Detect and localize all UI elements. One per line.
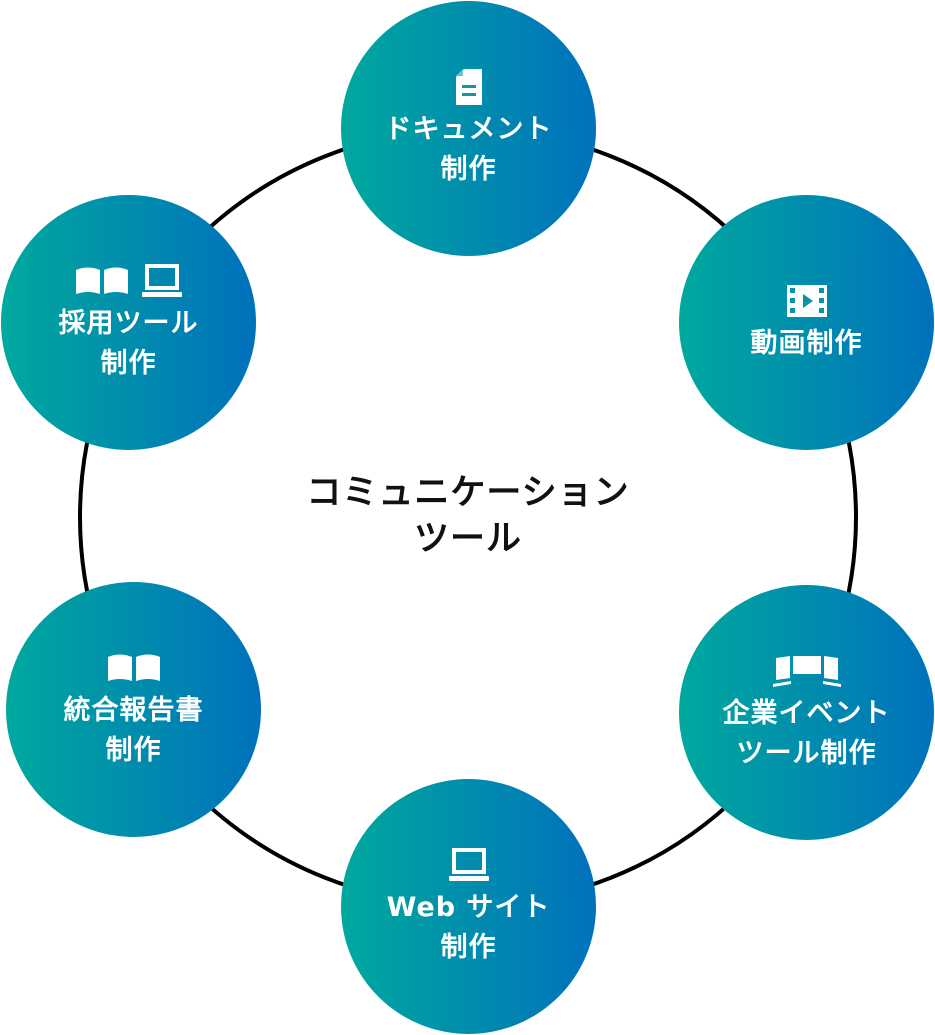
node-label-line1: 統合報告書	[63, 694, 204, 726]
node-video: 動画制作	[679, 195, 934, 450]
node-corporate-event: 企業イベント ツール制作	[679, 585, 934, 840]
node-label-line2: 制作	[100, 347, 157, 379]
laptop-icon	[141, 263, 182, 297]
laptop-icon	[448, 847, 489, 881]
film-icon	[786, 284, 827, 317]
node-document: ドキュメント 制作	[341, 1, 596, 256]
node-label-line1: 動画制作	[750, 327, 863, 359]
node-label-line1: Web サイト	[386, 891, 551, 923]
node-recruitment-tools: 採用ツール 制作	[1, 195, 256, 450]
node-label-line2: 制作	[440, 931, 497, 963]
center-title-line1: コミュニケーション	[306, 473, 630, 513]
node-label-line2: 制作	[105, 734, 162, 766]
center-title: コミュニケーション ツール	[268, 470, 668, 562]
node-label-line1: ドキュメント	[384, 113, 553, 145]
event-panels-icon	[772, 655, 841, 687]
open-book-icon	[107, 654, 160, 681]
node-label-line1: 採用ツール	[58, 307, 199, 339]
node-label-line2: ツール制作	[736, 737, 877, 769]
node-label-line2: 制作	[440, 153, 497, 185]
document-icon	[455, 68, 482, 105]
node-website: Web サイト 制作	[341, 779, 596, 1034]
center-title-line2: ツール	[413, 519, 522, 559]
node-label-line1: 企業イベント	[722, 697, 891, 729]
open-book-icon	[75, 267, 128, 294]
node-integrated-report: 統合報告書 制作	[6, 582, 261, 837]
